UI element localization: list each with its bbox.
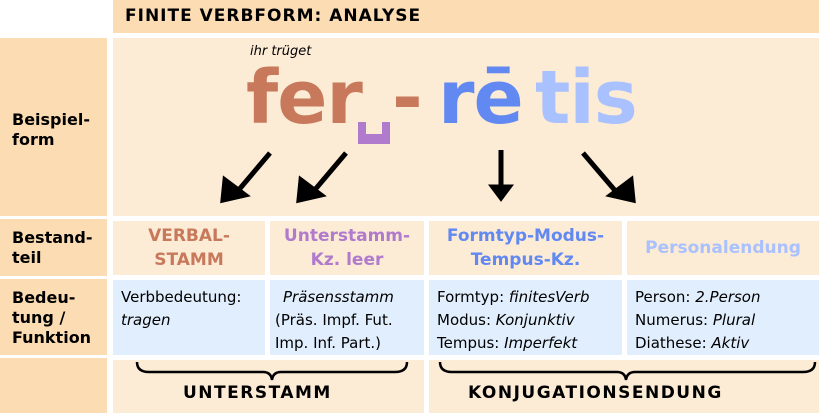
example-ending: tis <box>535 55 638 141</box>
component-substem-marker: Unterstamm-Kz. leer <box>270 221 424 275</box>
component-personal-ending: Personalendung <box>627 221 819 275</box>
page-title: FINITE VERBFORM: ANALYSE <box>113 0 819 33</box>
component-verbal-stem: VERBAL-STAMM <box>113 221 265 275</box>
group-label-substem: UNTERSTAMM <box>183 383 332 403</box>
group-label-ending: KONJUGATIONSENDUNG <box>468 383 723 403</box>
brace-icon <box>438 361 817 381</box>
arrowhead <box>296 175 327 204</box>
arrow-icon <box>311 151 348 194</box>
arrowhead <box>488 184 514 202</box>
example-stem: fer <box>246 55 363 141</box>
arrowhead <box>220 175 251 204</box>
row-label-example: Beispiel-form <box>12 110 90 149</box>
label-column <box>0 38 107 413</box>
meaning-substem: Präsensstamm(Präs. Impf. Fut.Imp. Inf. P… <box>270 280 424 355</box>
component-mood-tense-marker: Formtyp-Modus-Tempus-Kz. <box>429 221 622 275</box>
braces <box>135 361 817 381</box>
example-gloss: ihr trüget <box>250 44 312 59</box>
group-panel-ending <box>429 360 819 413</box>
group-panel-substem <box>113 360 424 413</box>
arrowhead <box>605 175 636 204</box>
brace-icon <box>135 361 409 381</box>
example-mood-tense: rē <box>438 55 524 141</box>
arrow-icon <box>235 151 272 194</box>
arrows <box>220 150 636 204</box>
row-label-meaning: Bedeu-tung /Funktion <box>12 287 92 347</box>
meaning-verbal-stem: Verbbedeutung:tragen <box>113 280 265 355</box>
example-hyphen: - <box>392 55 423 141</box>
arrow-icon <box>581 151 620 196</box>
row-label-component: Bestand-teil <box>12 228 93 267</box>
